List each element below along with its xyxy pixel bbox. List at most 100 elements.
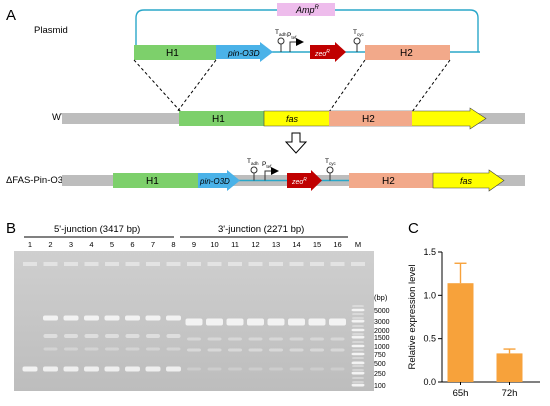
gel-well: [269, 262, 283, 266]
gel-band: [269, 337, 283, 341]
ladder-size-label: 250: [374, 371, 386, 378]
gel-band: [351, 328, 365, 332]
wt-h2-box: [329, 111, 412, 126]
gel-band: [84, 366, 99, 372]
mutant-p-tef-label: Ptef: [262, 161, 272, 169]
gel-band: [228, 367, 242, 371]
lane-label: 14: [292, 240, 300, 249]
gel-band: [352, 357, 364, 359]
gel-well: [228, 262, 242, 266]
ladder-size-label: 1500: [374, 335, 390, 342]
gel-band: [351, 308, 365, 312]
wt-h2-label: H2: [362, 114, 375, 125]
wt-h1-label: H1: [212, 114, 225, 125]
gel-band: [288, 318, 305, 326]
gel-band: [352, 317, 364, 319]
junction5-label: 5'-junction (3417 bp): [54, 224, 140, 235]
mutant-h2-box: [349, 173, 433, 188]
amp-resistance-box: [277, 3, 335, 16]
y-tick-label: 1.5: [423, 247, 436, 257]
gel-band: [84, 315, 99, 321]
mutant-terminator-adh-icon: [250, 166, 258, 174]
gel-band: [125, 315, 140, 321]
gel-band: [248, 367, 263, 371]
crossover-lines: [133, 59, 451, 113]
lane-label: 10: [210, 240, 218, 249]
gel-well: [248, 262, 263, 266]
mutant-zeo-arrow: [287, 170, 322, 191]
gel-well: [23, 262, 37, 266]
y-tick-label: 1.0: [423, 290, 436, 300]
ladder-size-label: 100: [374, 383, 386, 390]
panel-b-label: B: [6, 220, 16, 237]
gel-band: [248, 337, 263, 341]
gel-well: [310, 262, 324, 266]
promoter-tef-icon: [289, 38, 304, 52]
lane-label: 2: [48, 240, 52, 249]
transition-arrow-icon: [284, 132, 308, 154]
lane-label: 5: [110, 240, 114, 249]
lane-label: 15: [313, 240, 321, 249]
bar: [447, 283, 474, 382]
gel-well: [84, 262, 99, 266]
ladder-size-label: 500: [374, 361, 386, 368]
gel-band: [166, 347, 181, 351]
terminator-adh-icon: [277, 37, 285, 45]
gel-well: [166, 262, 181, 266]
gel-band: [125, 334, 140, 338]
gel-band: [289, 337, 304, 341]
mutant-h1-label: H1: [146, 176, 159, 187]
gel-well: [146, 262, 160, 266]
gel-band: [351, 352, 365, 356]
gel-band: [269, 367, 283, 371]
gel-band: [352, 313, 364, 315]
plasmid-zeo-label: zeoR: [314, 49, 330, 58]
gel-band: [166, 366, 181, 372]
gel-well: [289, 262, 304, 266]
plasmid-h2-box: [365, 45, 450, 60]
gel-well: [105, 262, 119, 266]
lane-label: 16: [333, 240, 341, 249]
gel-band: [187, 337, 201, 341]
gel-band: [64, 347, 78, 351]
gel-band: [207, 367, 222, 371]
gel-band: [207, 337, 222, 341]
mutant-t-cyc-label: Tcyc: [325, 158, 336, 166]
gel-band: [330, 367, 345, 371]
mutant-t-adh-label: Tadh: [247, 158, 259, 166]
lane-label: 11: [231, 240, 239, 249]
gel-band: [104, 366, 120, 372]
gel-band: [105, 347, 119, 351]
gel-band: [351, 361, 365, 365]
gel-band: [352, 349, 364, 351]
gel-band: [185, 318, 203, 326]
gel-band: [125, 347, 140, 351]
plasmid-label: Plasmid: [34, 25, 68, 36]
gel-band: [187, 367, 201, 371]
terminator-cyc-icon: [353, 37, 361, 45]
gel-band: [248, 348, 263, 352]
gel-well: [351, 262, 365, 266]
gel-band: [352, 369, 364, 371]
gel-well: [64, 262, 78, 266]
gel-band: [228, 348, 242, 352]
gel-band: [267, 318, 285, 326]
gel-band: [166, 315, 181, 321]
lane-label: 1: [28, 240, 32, 249]
gel-band: [43, 334, 58, 338]
ladder-size-label: 750: [374, 352, 386, 359]
gel-band: [104, 315, 120, 321]
mutant-pin-label: pin-O3D: [199, 177, 230, 186]
gel-bands: [22, 262, 365, 387]
gel-well: [207, 262, 222, 266]
mutant-h1-box: [113, 173, 198, 188]
y-tick-label: 0.5: [423, 334, 436, 344]
gel-band: [63, 315, 79, 321]
gel-band: [269, 348, 283, 352]
gel-band: [145, 315, 161, 321]
mutant-label: ΔFAS-Pin-O3D: [6, 175, 70, 186]
gel-band: [351, 335, 365, 339]
gel-well: [43, 262, 58, 266]
